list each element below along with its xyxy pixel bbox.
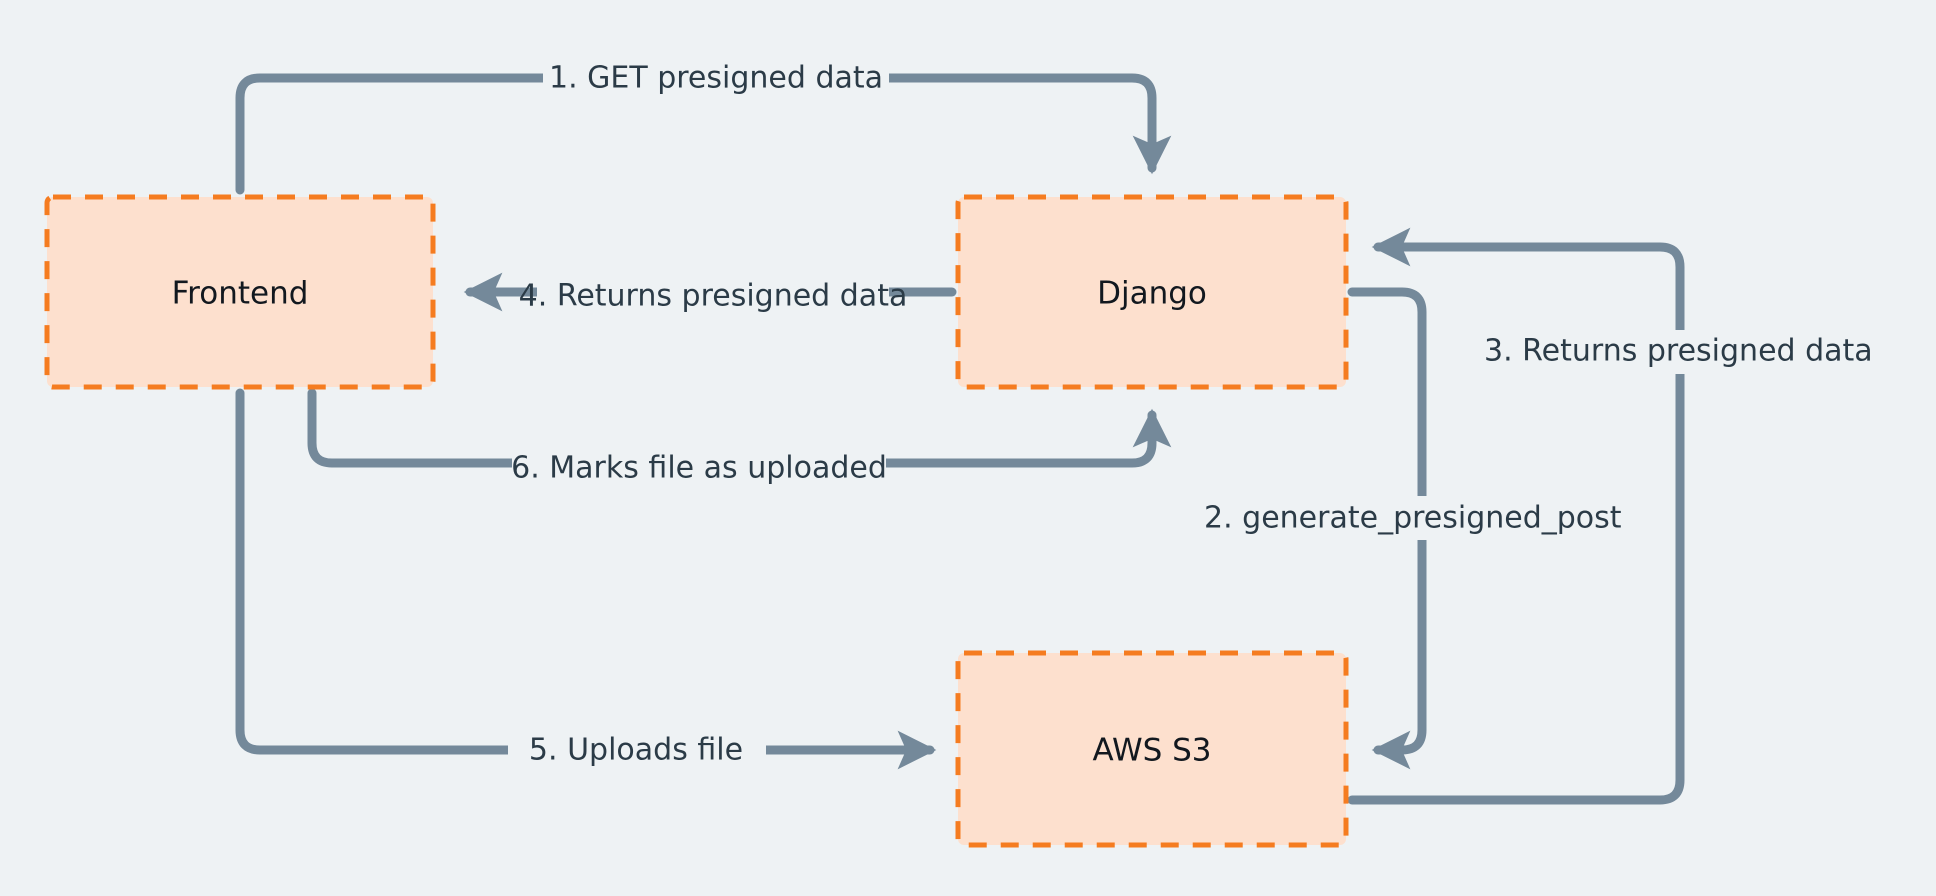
edge-1-label-bg <box>543 58 889 100</box>
edge-5-label-bg <box>508 730 766 772</box>
edge-3-label-bg <box>1480 330 1892 374</box>
edge-2-label-bg <box>1200 496 1636 540</box>
node-django-rect[interactable] <box>955 194 1349 390</box>
edge-6-label: 6. Marks file as uploaded <box>511 451 887 486</box>
node-django[interactable]: Django <box>955 194 1349 390</box>
edge-5-path <box>235 388 937 770</box>
node-django-label: Django <box>1097 276 1207 312</box>
edge-2-label: 2. generate_presigned_post <box>1204 501 1622 536</box>
edge-1-label: 1. GET presigned data <box>549 61 883 96</box>
edge-4-label-bg <box>537 276 889 318</box>
edge-5-label: 5. Uploads file <box>529 733 743 768</box>
node-frontend-label: Frontend <box>172 276 309 312</box>
node-aws-s3-label: AWS S3 <box>1092 733 1211 769</box>
edge-4-label: 4. Returns presigned data <box>519 279 908 314</box>
node-aws-s3-rect[interactable] <box>955 650 1349 848</box>
edge-6-label-bg <box>512 448 886 490</box>
node-frontend[interactable]: Frontend <box>44 194 436 390</box>
edge-label-group: 1. GET presigned data 4. Returns presign… <box>508 58 1892 772</box>
node-frontend-rect[interactable] <box>44 194 436 390</box>
edge-3-label: 3. Returns presigned data <box>1484 334 1873 369</box>
edge-3-path <box>1347 227 1685 805</box>
node-aws-s3[interactable]: AWS S3 <box>955 650 1349 848</box>
